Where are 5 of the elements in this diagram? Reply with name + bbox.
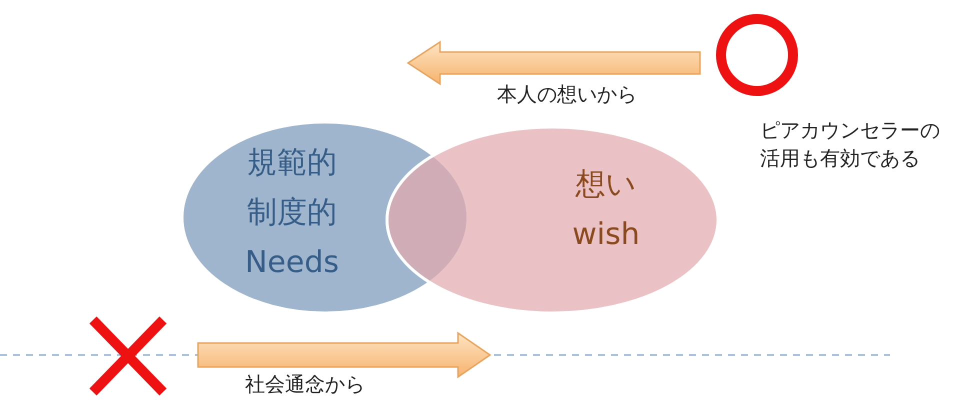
arrow-label: 社会通念から <box>245 371 366 398</box>
arrow-label: 本人の想いから <box>497 81 638 108</box>
venn-label: 規範的制度的Needs <box>244 144 340 282</box>
venn-label: 想いwish <box>571 166 641 254</box>
note-text: ピアカウンセラーの活用も有効である <box>760 117 941 172</box>
